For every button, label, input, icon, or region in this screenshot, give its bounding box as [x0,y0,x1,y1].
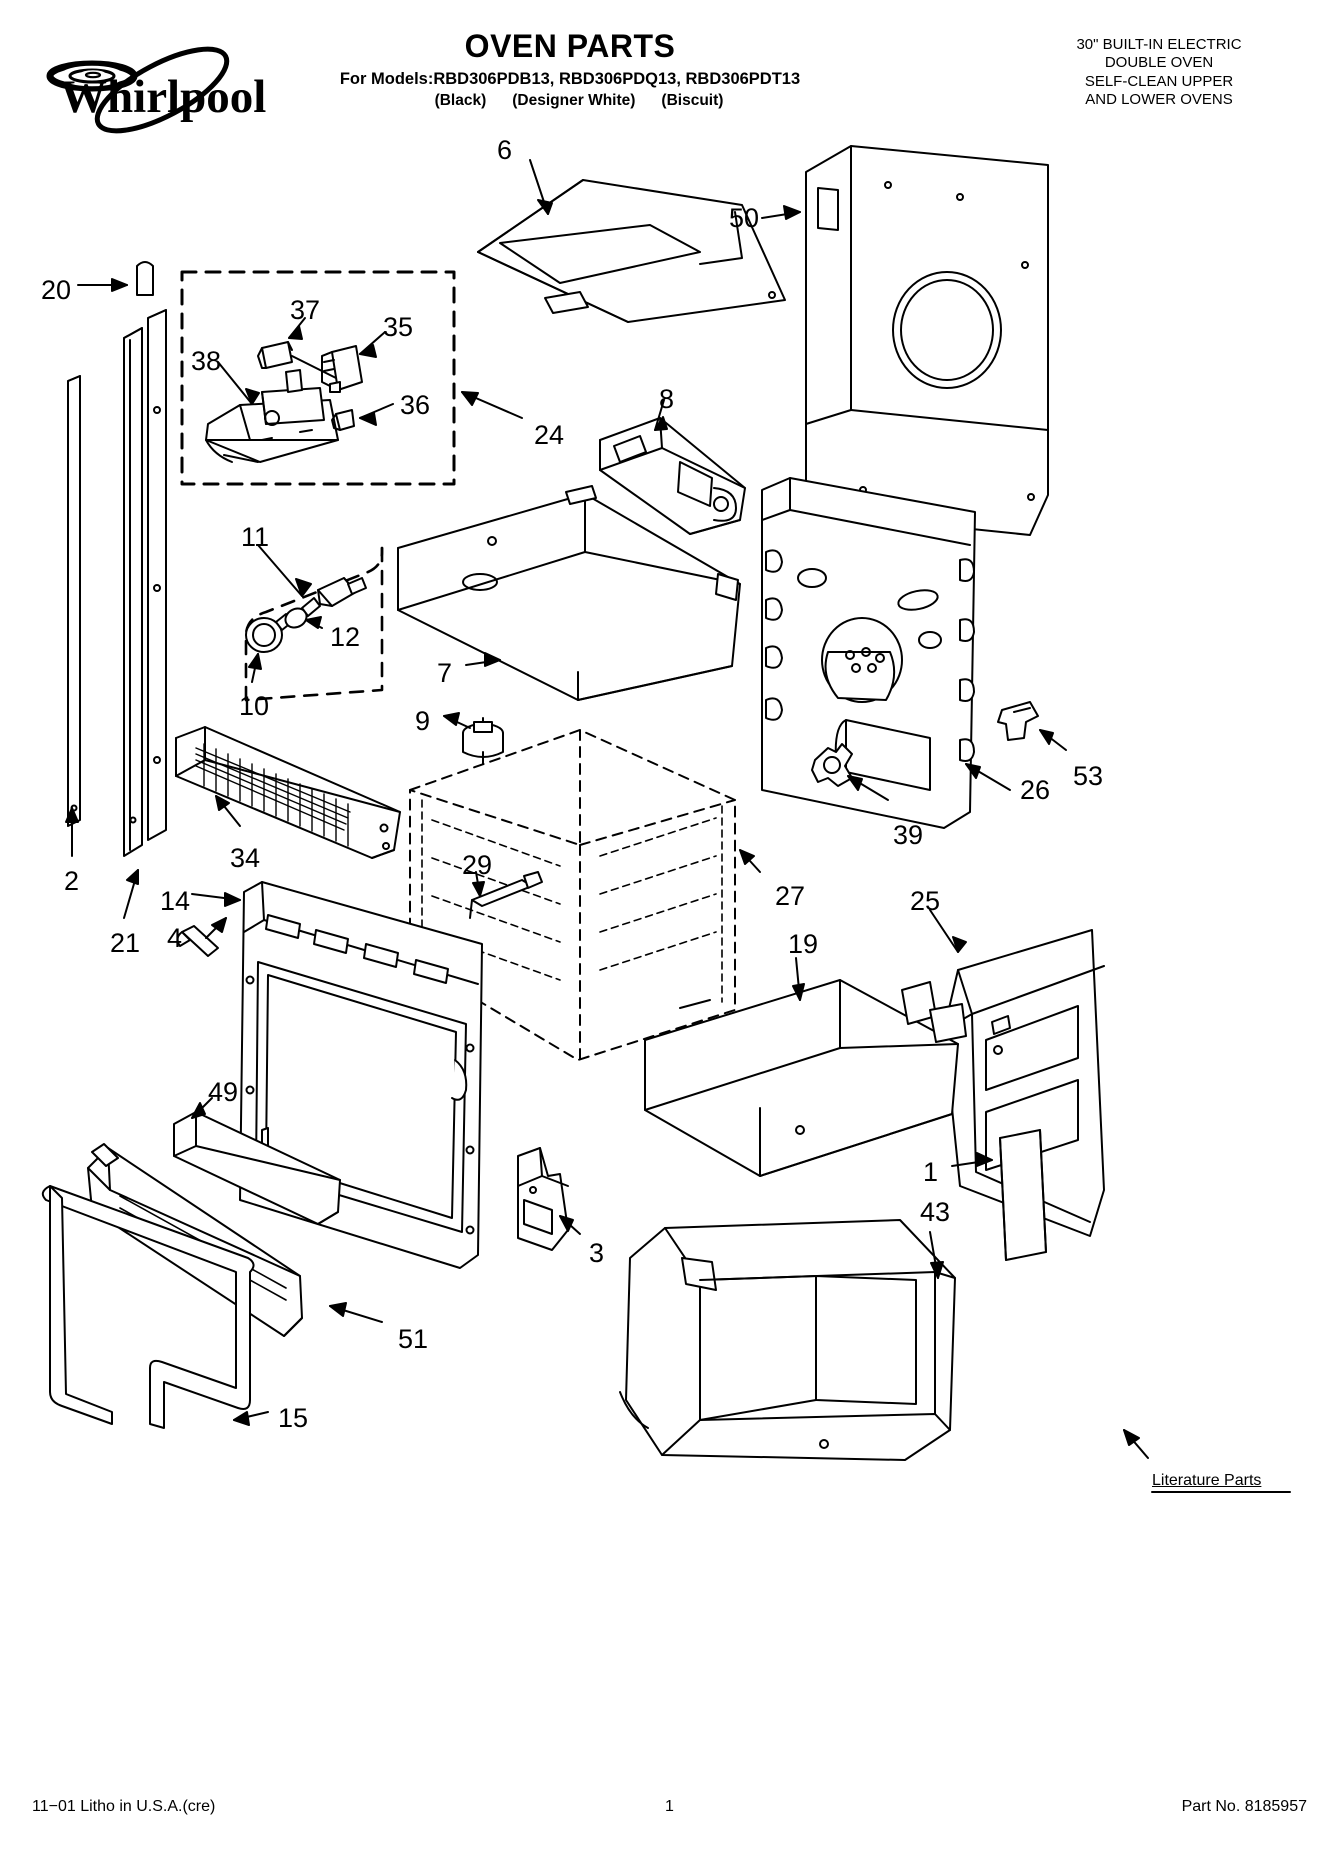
part-36-switch [331,409,355,431]
literature-parts-label: Literature Parts [1152,1472,1262,1489]
part-34-vent-grille [175,726,401,859]
callout-20: 20 [41,275,72,305]
callout-2: 2 [64,866,80,896]
callout-4: 4 [167,923,183,953]
spec-line-3: SELF-CLEAN UPPER [1084,72,1234,90]
part-53-wire-clip [997,701,1039,741]
color-label-biscuit: (Biscuit) [661,91,724,109]
part-6-oven-top-panel [477,179,786,323]
callout-35: 35 [383,312,414,342]
part-29-temperature-sensor [469,871,543,919]
spec-line-1: 30" BUILT-IN ELECTRIC [1076,36,1242,53]
part-11-lamp-socket [317,577,367,607]
part-12-oven-lamp [284,597,321,629]
models-line: For Models:RBD306PDB13, RBD306PDQ13, RBD… [339,69,801,88]
callout-37: 37 [290,295,321,325]
callout-12: 12 [330,622,361,652]
callout-7: 7 [437,658,453,688]
part-4-screw [176,925,219,957]
callout-53: 53 [1073,761,1104,791]
page-title: OVEN PARTS [464,28,676,64]
callout-51: 51 [398,1324,429,1354]
callout-39: 39 [893,820,924,850]
callout-29: 29 [462,850,493,880]
callout-27: 27 [775,881,806,911]
callout-49: 49 [208,1077,239,1107]
footer-litho-code: 11−01 Litho in U.S.A.(cre) [32,1798,216,1815]
callout-15: 15 [278,1403,309,1433]
part-3-door-hinge [517,1147,569,1251]
callout-21: 21 [110,928,141,958]
part-1-literature-booklet [999,1129,1047,1261]
color-variants: (Black) (Designer White) (Biscuit) [280,92,860,110]
part-2-side-trim [67,375,81,827]
part-38-control-bracket [205,369,339,463]
callout-36: 36 [400,390,431,420]
part-8-door-lock-assembly [599,417,746,535]
title-block: OVEN PARTS For Models:RBD306PDB13, RBD30… [280,28,860,110]
product-spec-block: 30" BUILT-IN ELECTRIC DOUBLE OVEN SELF-C… [1009,36,1309,109]
part-15-door-gasket [41,1185,255,1429]
callout-8: 8 [659,384,675,414]
footer-page-number: 1 [665,1798,674,1815]
part-20-end-cap [136,261,154,296]
svg-text:Whirlpool: Whirlpool [60,71,266,123]
callout-43: 43 [920,1197,951,1227]
callout-25: 25 [910,886,941,916]
part-27-rack-supports [421,799,723,1003]
callout-26: 26 [1020,775,1051,805]
spec-line-2: DOUBLE OVEN [1104,54,1214,72]
part-37-thermostat [257,341,337,379]
footer-part-number: Part No. 8185957 [1181,1798,1307,1815]
part-50-rear-panel [805,145,1049,536]
callout-3: 3 [589,1238,605,1268]
callout-6: 6 [497,135,513,165]
part-43-bottom-pan [619,1219,956,1461]
part-19-oven-shelf [644,979,967,1177]
part-14-door-inner-frame [239,881,483,1269]
part-21-side-rail [123,309,167,857]
spec-line-4: AND LOWER OVENS [1085,90,1233,108]
part-35-relay [321,345,363,393]
callout-1: 1 [923,1157,939,1187]
part-7-oven-bottom-panel [397,485,741,701]
callout-34: 34 [230,843,261,873]
callout-50: 50 [729,203,760,233]
part-27-oven-cavity-liner [409,729,736,1061]
whirlpool-swirl-logo: Whirlpool [30,28,290,143]
color-label-designer-white: (Designer White) [512,91,636,109]
callout-14: 14 [160,886,191,916]
part-39-terminal-block [811,743,853,787]
callout-9: 9 [415,706,431,736]
callout-11: 11 [241,522,270,552]
callout-38: 38 [191,346,222,376]
part-26-rear-bulkhead [761,477,976,829]
color-label-black: (Black) [434,91,487,109]
callout-24: 24 [534,420,565,450]
callout-10: 10 [239,691,270,721]
callout-19: 19 [788,929,819,959]
